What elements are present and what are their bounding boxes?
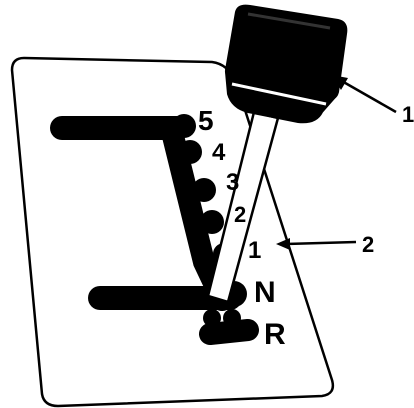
shift-knob: [226, 6, 346, 123]
callout-knob-arrow-line: [340, 80, 396, 112]
gear-label-2: 2: [234, 202, 246, 227]
detent-reverse-left: [203, 309, 221, 327]
detent-fourth: [178, 140, 202, 164]
callout-gate-arrow-line: [286, 242, 356, 244]
gear-label-1: 1: [248, 237, 261, 264]
gear-label-r: R: [264, 318, 286, 351]
reverse-gate-slot: [210, 330, 248, 334]
detent-fifth: [172, 114, 196, 138]
callout-knob: 1: [332, 75, 414, 127]
gear-label-3: 3: [226, 169, 239, 196]
callout-knob-label: 1: [402, 102, 414, 127]
callout-gate-label: 2: [362, 232, 374, 257]
gear-label-n: N: [254, 276, 276, 309]
detent-third: [192, 178, 216, 202]
detent-reverse-right: [223, 309, 241, 327]
gear-label-5: 5: [198, 105, 214, 136]
detent-second: [200, 210, 224, 234]
gear-label-4: 4: [212, 139, 226, 166]
